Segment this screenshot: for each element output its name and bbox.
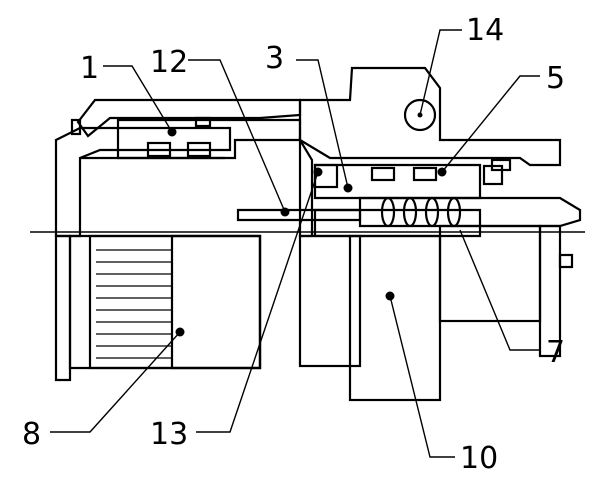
lower-body-10 [298, 234, 442, 402]
inner-sleeve [116, 116, 302, 160]
contact-pin [236, 196, 582, 228]
callout-label-10: 10 [460, 441, 498, 476]
callout-label-1: 1 [80, 51, 99, 86]
callout-label-8: 8 [22, 417, 41, 452]
housing-seal-a [370, 166, 396, 182]
housing-seal-d [490, 158, 512, 172]
callout-dots [167, 112, 447, 337]
o-ring-14 [403, 98, 437, 132]
callout-label-5: 5 [546, 61, 565, 96]
coupling-nut [54, 126, 232, 238]
leader-lines [50, 29, 540, 458]
callout-label-14: 14 [466, 13, 504, 48]
callout-label-13: 13 [150, 417, 188, 452]
outer-sleeve [70, 98, 302, 138]
knurled-nut-8 [54, 234, 262, 382]
o-ring-seal-1 [146, 141, 172, 158]
o-ring-seal-2 [186, 141, 212, 158]
housing-seal-b [412, 166, 438, 182]
callout-label-12: 12 [150, 45, 188, 80]
callout-label-7: 7 [546, 335, 565, 370]
callout-label-3: 3 [265, 41, 284, 76]
